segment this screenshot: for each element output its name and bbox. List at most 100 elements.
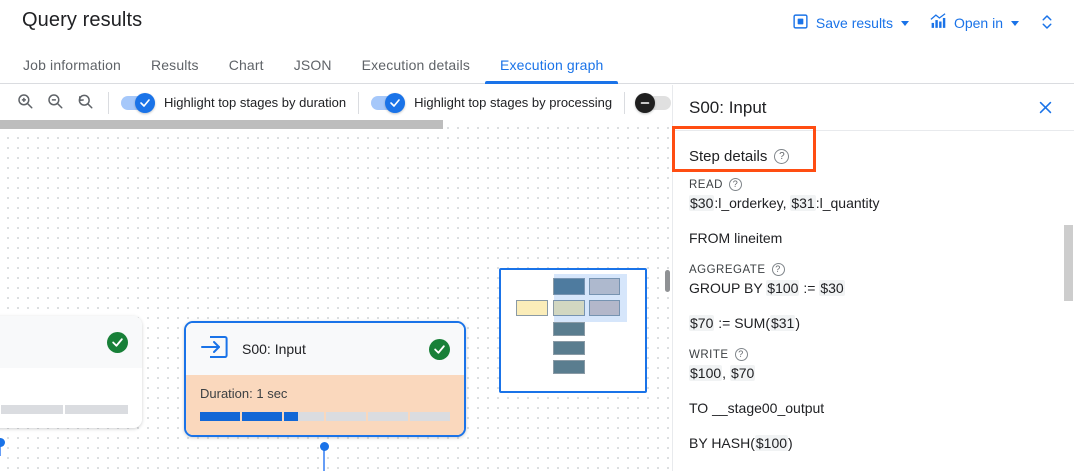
- panel-vertical-scrollbar[interactable]: [1064, 225, 1073, 301]
- zoom-out-button[interactable]: [44, 92, 66, 114]
- tab-json[interactable]: JSON: [293, 56, 332, 73]
- zoom-in-button[interactable]: [14, 92, 36, 114]
- tab-job-information[interactable]: Job information: [23, 56, 121, 73]
- minimap-node: [553, 360, 585, 374]
- graph-vertical-scrollbar[interactable]: [665, 270, 670, 292]
- node-header: S00: Input: [186, 323, 464, 375]
- input-arrow-icon: [200, 334, 228, 365]
- toggle-knob: [635, 92, 656, 113]
- minimap-node: [553, 341, 585, 355]
- graph-node-partial-top[interactable]: [0, 316, 142, 428]
- detail-label-read: READ ?: [689, 178, 1058, 191]
- detail-value-aggregate: GROUP BY $100 := $30: [689, 280, 845, 296]
- step-details-heading: Step details ?: [689, 148, 1058, 165]
- duration-bar-segment: [200, 412, 240, 421]
- tab-execution-details[interactable]: Execution details: [361, 56, 471, 73]
- detail-value-to: TO __stage00_output: [689, 400, 825, 416]
- chevron-down-icon: [900, 20, 909, 26]
- help-circle-icon[interactable]: ?: [771, 263, 785, 276]
- toggle-switch[interactable]: [371, 92, 406, 113]
- panel-header: S00: Input: [673, 85, 1074, 130]
- toolbar-divider: [624, 91, 626, 114]
- execution-graph-canvas[interactable]: 59.01M records S00: Input: [0, 120, 672, 471]
- panel-title: S00: Input: [689, 97, 767, 117]
- help-circle-icon[interactable]: ?: [728, 178, 742, 191]
- minimap-node: [553, 300, 585, 316]
- page-title: Query results: [22, 9, 143, 31]
- detail-value-sum: $70 := SUM($31): [689, 315, 801, 331]
- duration-bar-segment: [410, 412, 450, 421]
- save-results-button[interactable]: Save results: [783, 7, 918, 39]
- check-circle-icon: [107, 331, 128, 353]
- node-duration-label: Duration: 1 sec: [200, 386, 288, 401]
- tab-execution-graph[interactable]: Execution graph: [485, 46, 619, 84]
- detail-label-write: WRITE ?: [689, 348, 1058, 361]
- chart-bar-icon: [929, 13, 947, 33]
- help-circle-icon[interactable]: ?: [734, 348, 748, 361]
- save-results-icon: [792, 13, 809, 33]
- toggle-third-option[interactable]: [635, 92, 672, 113]
- minimap-viewport[interactable]: [554, 274, 627, 322]
- save-results-label: Save results: [815, 15, 893, 31]
- toggle-highlight-by-processing[interactable]: Highlight top stages by processing: [371, 92, 613, 113]
- edge-source-dot: [0, 438, 5, 447]
- expand-collapse-button[interactable]: [1030, 6, 1064, 40]
- detail-label-aggregate: AGGREGATE ?: [689, 263, 1058, 276]
- node-title: S00: Input: [242, 341, 306, 357]
- graph-horizontal-scrollbar[interactable]: [0, 120, 443, 129]
- tab-chart[interactable]: Chart: [228, 56, 264, 73]
- node-body: Duration: 1 sec: [186, 375, 464, 435]
- zoom-reset-button[interactable]: [74, 92, 96, 114]
- toolbar-divider: [358, 91, 360, 114]
- node-body: [0, 368, 142, 428]
- duration-bar-segment: [284, 412, 324, 421]
- graph-node-s00-input[interactable]: S00: Input Duration: 1 sec: [184, 321, 466, 437]
- duration-bar-segment: [242, 412, 282, 421]
- detail-value-write: $100, $70: [689, 365, 756, 381]
- minimap-node: [516, 300, 548, 316]
- open-in-button[interactable]: Open in: [920, 7, 1028, 39]
- toggle-knob: [135, 92, 155, 113]
- graph-minimap[interactable]: [499, 268, 647, 393]
- open-in-label: Open in: [953, 15, 1003, 31]
- toolbar-divider: [108, 91, 109, 114]
- minimap-node: [553, 278, 585, 295]
- zoom-reset-icon: [76, 92, 94, 113]
- toggle-knob: [385, 92, 406, 113]
- tab-bar: Job information Results Chart JSON Execu…: [0, 46, 1074, 84]
- toggle-switch[interactable]: [635, 92, 672, 113]
- panel-divider: [673, 130, 1074, 131]
- duration-bar: [0, 405, 129, 414]
- duration-bar-segment: [326, 412, 366, 421]
- help-circle-icon[interactable]: ?: [774, 149, 790, 164]
- zoom-controls: [14, 92, 96, 114]
- zoom-out-icon: [46, 92, 64, 113]
- graph-toolbar: Highlight top stages by duration Highlig…: [0, 85, 672, 120]
- page-header: Query results Save results: [0, 0, 1074, 46]
- minimap-node: [589, 278, 620, 295]
- node-header: [0, 316, 142, 368]
- detail-value-by-hash: BY HASH($100): [689, 435, 793, 451]
- toggle-label-duration: Highlight top stages by duration: [164, 95, 347, 110]
- unfold-more-icon: [1038, 13, 1056, 34]
- duration-bar: [200, 412, 450, 421]
- check-circle-icon: [429, 338, 450, 360]
- step-details-label: Step details: [689, 148, 768, 165]
- toggle-label-processing: Highlight top stages by processing: [414, 95, 613, 110]
- minimap-node: [553, 322, 585, 336]
- chevron-down-icon: [1011, 20, 1019, 26]
- toggle-highlight-by-duration[interactable]: Highlight top stages by duration: [121, 92, 347, 113]
- tab-results[interactable]: Results: [150, 56, 199, 73]
- detail-value-read: $30:l_orderkey, $31:l_quantity: [689, 195, 880, 211]
- toggle-switch[interactable]: [121, 92, 155, 113]
- step-details-panel: S00: Input Step details ? READ ? $30:l_o…: [672, 85, 1074, 471]
- duration-bar-segment: [368, 412, 408, 421]
- zoom-in-icon: [16, 92, 34, 113]
- edge-source-dot: [320, 442, 329, 451]
- edge-line: [0, 442, 1, 456]
- minimap-node: [589, 300, 620, 316]
- edge-line-upper: [323, 446, 325, 471]
- header-actions: Save results Open in: [783, 0, 1064, 46]
- close-icon[interactable]: [1032, 95, 1058, 121]
